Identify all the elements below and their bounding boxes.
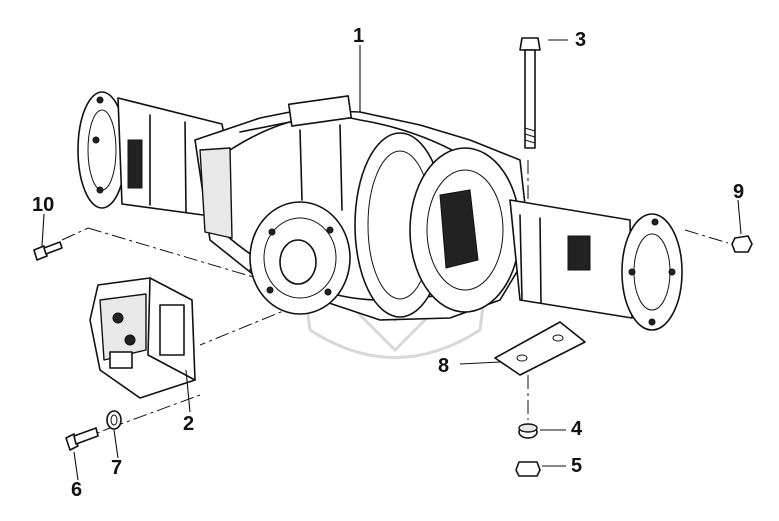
axle-housing-body — [194, 95, 531, 321]
callout-5: 5 — [571, 455, 583, 477]
callout-8: 8 — [438, 355, 450, 377]
right-wheel-flange — [509, 199, 683, 331]
screw-part — [33, 241, 63, 261]
nut-part — [515, 461, 541, 477]
hydraulic-motor-part — [89, 277, 196, 399]
callout-9: 9 — [733, 181, 745, 203]
callout-1: 1 — [353, 25, 365, 47]
callout-4: 4 — [571, 418, 583, 440]
callout-2: 2 — [183, 413, 195, 435]
callout-6: 6 — [71, 479, 83, 501]
center-lines — [61, 160, 729, 441]
bolt-part — [65, 427, 99, 451]
washer-part — [518, 423, 538, 439]
mounting-plate-part — [494, 321, 586, 376]
seal-ring-part — [106, 410, 122, 430]
callout-3: 3 — [575, 29, 587, 51]
long-bolt-part — [519, 37, 541, 149]
leader-lines — [41, 39, 742, 481]
input-flange — [249, 201, 351, 315]
cap-nut-part — [731, 235, 753, 253]
callout-10: 10 — [32, 194, 55, 216]
callout-7: 7 — [111, 457, 123, 479]
